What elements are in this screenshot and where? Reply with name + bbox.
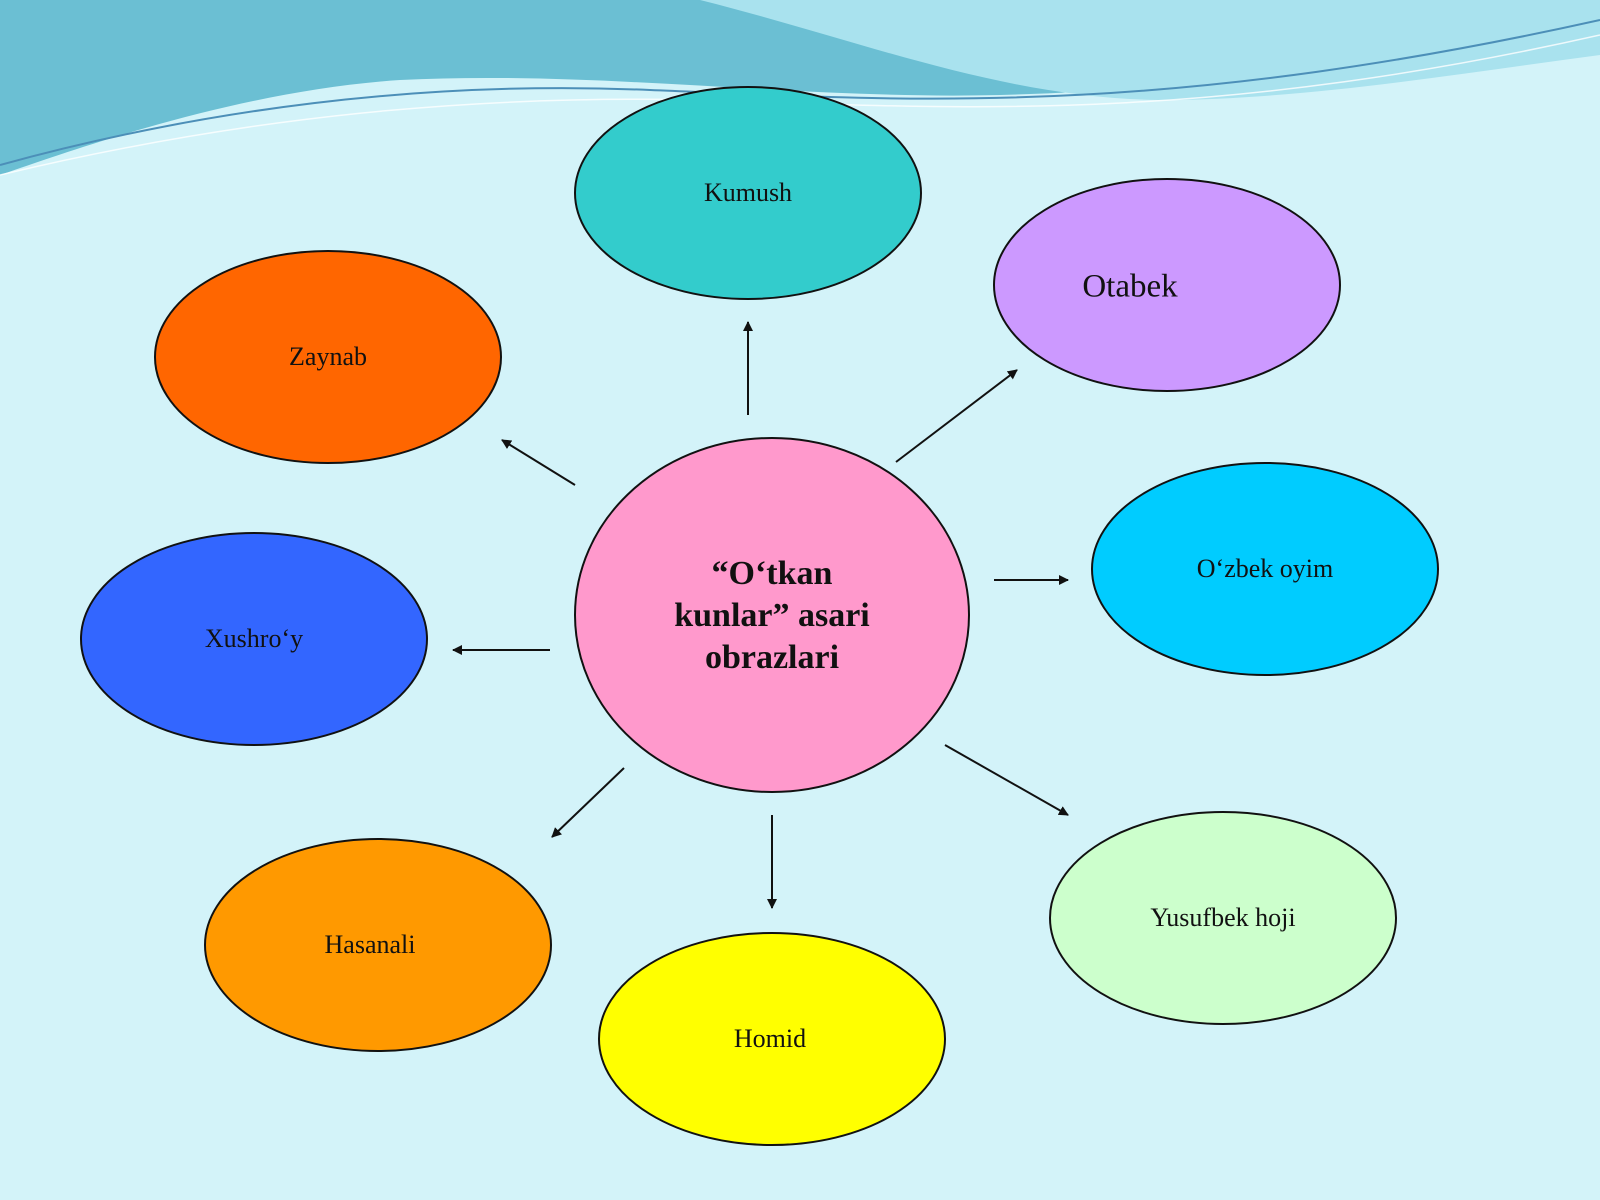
uzbek-oyim-label: O‘zbek oyim: [1197, 554, 1333, 583]
center-node: “O‘tkan kunlar” asari obrazlari: [574, 437, 970, 793]
homid-label: Homid: [734, 1024, 806, 1053]
center-title-line-1: “O‘tkan: [712, 555, 833, 592]
xushroy-label: Xushro‘y: [205, 624, 303, 653]
arrow-to-zaynab: [501, 439, 576, 486]
node-zaynab: Zaynab: [154, 250, 502, 464]
wave-band-light: [700, 0, 1600, 100]
node-xushroy: Xushro‘y: [80, 532, 428, 746]
arrow-to-otabek: [895, 369, 1018, 463]
center-title-line-3: obrazlari: [705, 639, 839, 676]
kumush-ellipse: [574, 86, 922, 300]
otabek-ellipse: [993, 178, 1341, 392]
yusufbek-hoji-label: Yusufbek hoji: [1150, 903, 1295, 932]
node-yusufbek-hoji: Yusufbek hoji: [1049, 811, 1397, 1025]
arrow-to-hasanali: [551, 767, 625, 838]
zaynab-label: Zaynab: [289, 342, 367, 371]
arrow-to-yusufbek-hoji: [944, 744, 1069, 816]
homid-ellipse: [598, 932, 946, 1146]
hasanali-label: Hasanali: [325, 930, 416, 959]
otabek-label: Otabek: [1082, 269, 1178, 305]
xushroy-ellipse: [80, 532, 428, 746]
arrows: [452, 321, 1069, 909]
node-homid: Homid: [598, 932, 946, 1146]
yusufbek-hoji-ellipse: [1049, 811, 1397, 1025]
uzbek-oyim-ellipse: [1091, 462, 1439, 676]
header-wave: [0, 0, 1600, 176]
node-hasanali: Hasanali: [204, 838, 552, 1052]
kumush-label: Kumush: [704, 178, 792, 207]
zaynab-ellipse: [154, 250, 502, 464]
center-ellipse: [574, 437, 970, 793]
hasanali-ellipse: [204, 838, 552, 1052]
node-otabek: Otabek: [993, 178, 1341, 392]
center-title-line-2: kunlar” asari: [674, 597, 870, 634]
node-uzbek-oyim: O‘zbek oyim: [1091, 462, 1439, 676]
node-kumush: Kumush: [574, 86, 922, 300]
